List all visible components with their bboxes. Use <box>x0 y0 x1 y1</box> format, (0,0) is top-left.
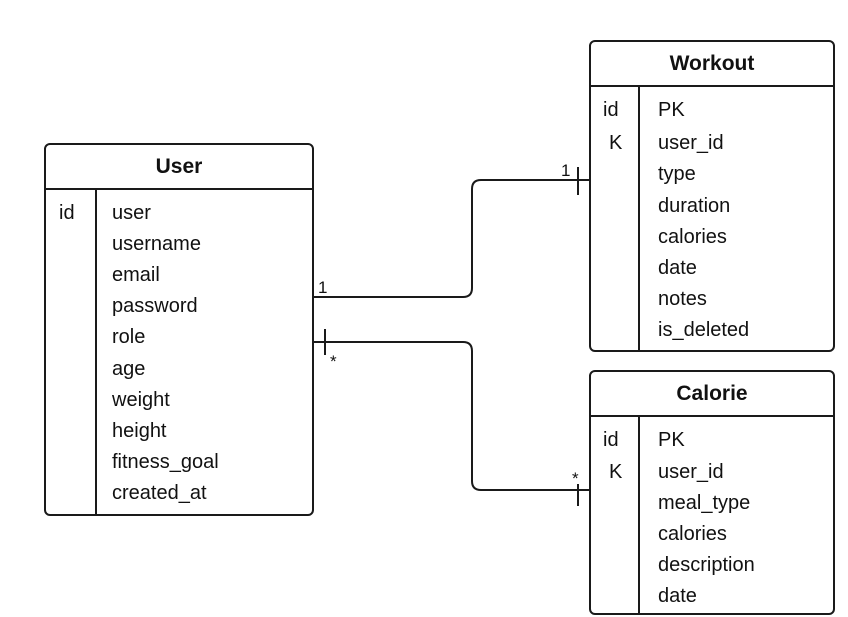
key-label: id <box>603 429 619 451</box>
key-label: K <box>609 461 623 483</box>
field-name: email <box>112 264 160 286</box>
key-column <box>591 415 640 613</box>
field-name: calories <box>658 523 727 545</box>
field-name: description <box>658 554 755 576</box>
field-name: user_id <box>658 132 724 154</box>
key-label: K <box>609 132 623 154</box>
entity-title: User <box>46 145 312 190</box>
user-workout-mult-to: 1 <box>561 161 571 180</box>
entity-title: Workout <box>591 42 833 87</box>
field-name: role <box>112 326 146 348</box>
entity-title: Calorie <box>591 372 833 417</box>
entity-calorie: Calorie id PK K user_id meal_type calori… <box>589 370 835 615</box>
field-name: user_id <box>658 461 724 483</box>
user-workout-connector <box>314 179 590 298</box>
user-calorie-mult-to: * <box>572 469 579 488</box>
user-calorie-mult-from: * <box>330 352 337 371</box>
key-column <box>46 188 97 514</box>
field-name: PK <box>658 99 685 121</box>
field-name: password <box>112 295 198 317</box>
field-name: date <box>658 585 697 607</box>
field-name: fitness_goal <box>112 451 219 473</box>
user-workout-mult-from: 1 <box>318 278 328 297</box>
field-name: type <box>658 163 696 185</box>
field-name: created_at <box>112 482 207 504</box>
field-name: duration <box>658 195 731 217</box>
key-label: id <box>59 202 75 224</box>
field-name: user <box>112 202 151 224</box>
key-column <box>591 85 640 350</box>
entity-workout: Workout id PK K user_id type duration ca… <box>589 40 835 352</box>
field-name: is_deleted <box>658 319 750 341</box>
field-name: calories <box>658 226 727 248</box>
field-name: age <box>112 358 146 380</box>
field-name: weight <box>112 389 170 411</box>
field-name: meal_type <box>658 492 751 514</box>
key-label: id <box>603 99 619 121</box>
entity-user: User id user username email password rol… <box>44 143 314 516</box>
field-name: notes <box>658 288 707 310</box>
field-name: height <box>112 420 167 442</box>
user-calorie-connector <box>314 341 590 491</box>
field-name: PK <box>658 429 685 451</box>
field-name: username <box>112 233 201 255</box>
field-name: date <box>658 257 697 279</box>
